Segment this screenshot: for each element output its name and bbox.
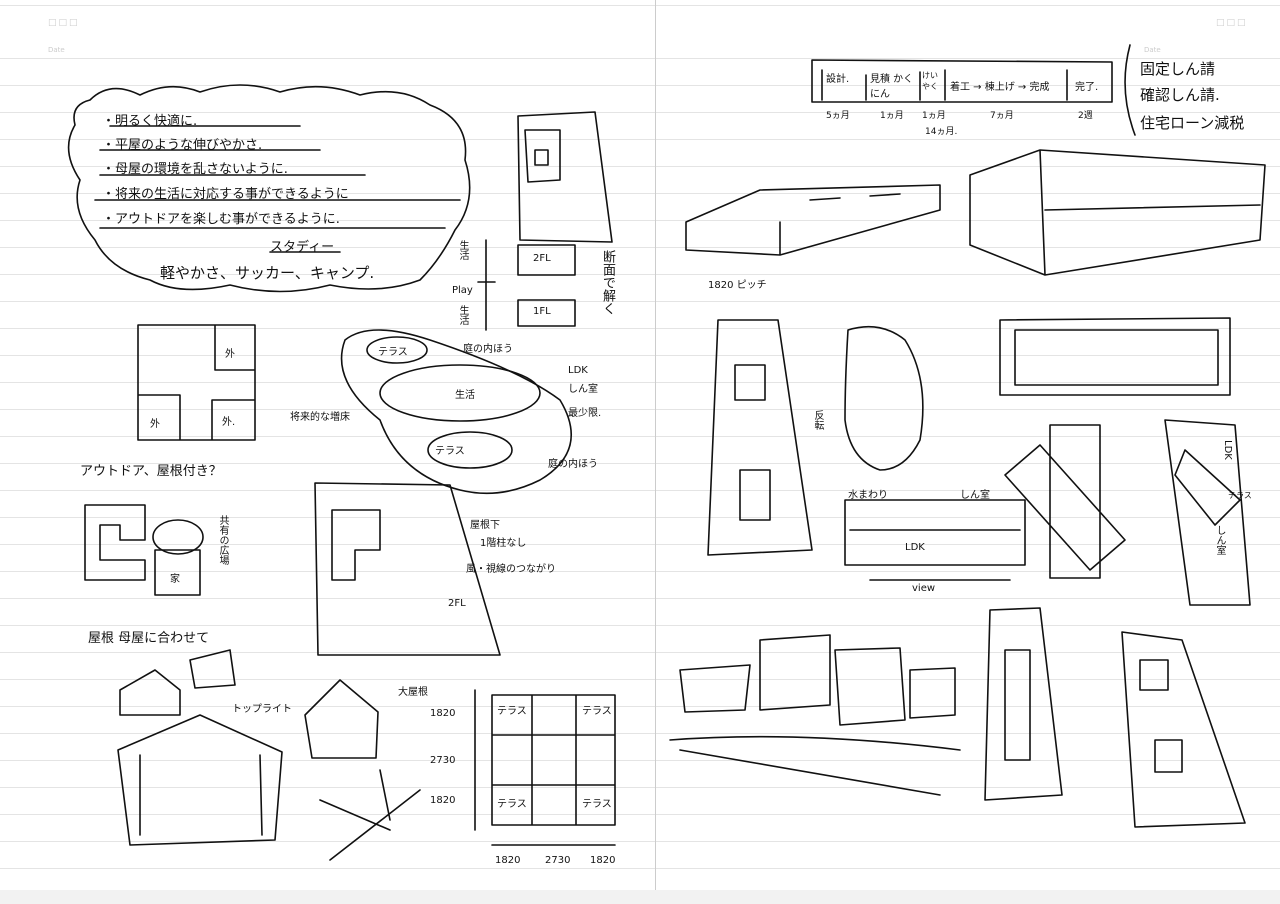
zone-minimum: 最少限.	[568, 408, 602, 419]
timeline-duration: 5ヵ月	[826, 111, 850, 121]
procedure: 住宅ローン減税	[1140, 114, 1245, 132]
timeline-step: けいやく	[922, 71, 938, 91]
right-notebook-page: □□□ Date	[656, 0, 1280, 890]
zone-future: 将来的な増床	[290, 412, 350, 423]
section-note: 断面で解く	[600, 250, 615, 315]
section-bedroom: しん室	[960, 490, 990, 501]
big-roof-note: 大屋根	[398, 687, 428, 698]
date-label: Date	[1144, 46, 1161, 54]
thought-cloud	[67, 84, 471, 293]
section-ldk: LDK	[905, 542, 925, 553]
timeline-step: 着工 → 棟上げ → 完成	[950, 82, 1050, 93]
roof-under-note: 1階柱なし	[480, 538, 527, 549]
grid-terrace: テラス	[582, 799, 612, 810]
roof-under-note: 風・視線のつながり	[466, 564, 556, 575]
zone-terrace: テラス	[378, 347, 408, 358]
timeline-duration: 2週	[1078, 111, 1093, 121]
toplight-note: トップライト	[232, 704, 292, 715]
header-marks: □□□	[48, 18, 80, 28]
zone-terrace: テラス	[435, 446, 465, 457]
section-water: 水まわり	[848, 490, 888, 501]
outdoor-note: アウトドア、屋根付き？	[80, 464, 222, 479]
zone-ldk: LDK	[568, 365, 588, 376]
header-marks: □□□	[1216, 18, 1248, 28]
cloud-bullet: ・平屋のような伸びやかさ.	[102, 138, 263, 153]
dim-label: 2730	[430, 755, 456, 766]
section-view: view	[912, 583, 936, 594]
timeline-total: 14ヵ月.	[925, 127, 958, 137]
plan-bedroom: しん室	[1214, 525, 1225, 555]
common-label: 共有の広場	[217, 515, 228, 565]
timeline-step: 設計.	[826, 74, 850, 85]
floor-2fl: 2FL	[533, 253, 551, 264]
floor-2fl: 2FL	[448, 598, 466, 609]
timeline-step: 完了.	[1075, 82, 1099, 93]
dim-label: 1820	[430, 708, 456, 719]
roof-note: 屋根 母屋に合わせて	[88, 631, 210, 646]
dim-label: 1820	[430, 795, 456, 806]
house-label: 家	[170, 574, 180, 585]
zone-garden: 庭の内ほう	[463, 344, 513, 355]
zone-living: 生活	[455, 390, 475, 401]
timeline-duration: 1ヵ月	[922, 111, 946, 121]
cloud-bullet: ・母屋の環境を乱さないように.	[102, 162, 288, 177]
flip-note: 反転	[812, 410, 823, 430]
dim-label: 2730	[545, 855, 571, 866]
section-label: 生活	[457, 305, 468, 325]
procedure: 確認しん請.	[1140, 86, 1220, 104]
dim-label: 1820	[590, 855, 616, 866]
outside-label: 外	[150, 419, 160, 430]
study-text: 軽やかさ、サッカー、キャンプ.	[160, 264, 375, 282]
timeline-duration: 1ヵ月	[880, 111, 904, 121]
grid-terrace: テラス	[582, 706, 612, 717]
outside-label: 外	[225, 349, 235, 360]
timeline-step: 見積 かくにん	[870, 74, 914, 100]
plan-terrace: テラス	[1228, 491, 1252, 500]
cloud-bullet: ・アウトドアを楽しむ事ができるように.	[102, 212, 340, 227]
outside-label: 外.	[222, 417, 236, 428]
pitch-note: 1820 ピッチ	[708, 280, 767, 291]
section-label: Play	[452, 285, 473, 296]
timeline-duration: 7ヵ月	[990, 111, 1014, 121]
cloud-bullet: ・将来の生活に対応する事ができるように	[102, 187, 349, 202]
dim-label: 1820	[495, 855, 521, 866]
grid-terrace: テラス	[497, 706, 527, 717]
zone-bedroom: しん室	[568, 384, 598, 395]
study-title: スタディー	[270, 240, 335, 255]
date-label: Date	[48, 46, 65, 54]
floor-1fl: 1FL	[533, 306, 551, 317]
roof-under-note: 屋根下	[470, 520, 500, 531]
grid-terrace: テラス	[497, 799, 527, 810]
left-notebook-page: □□□ Date	[0, 0, 656, 890]
cloud-bullet: ・明るく快適に.	[102, 114, 198, 129]
procedure: 固定しん請	[1140, 60, 1216, 78]
plan-ldk: LDK	[1222, 440, 1233, 460]
zone-garden: 庭の内ほう	[548, 459, 598, 470]
section-label: 生活	[457, 240, 468, 260]
scan-edge	[0, 890, 1280, 904]
